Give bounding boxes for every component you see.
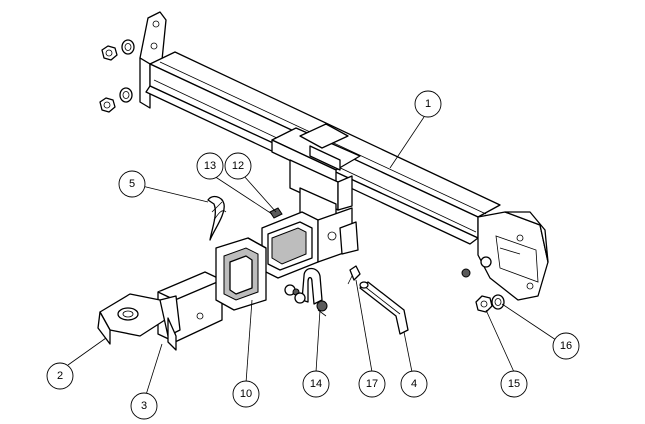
- left-nuts-washers: [99, 39, 135, 113]
- callout-4: 4: [400, 370, 428, 398]
- ball-mount: [97, 271, 223, 351]
- callout-17: 17: [358, 370, 386, 398]
- callout-3: 3: [130, 392, 158, 420]
- callout-10-label: 10: [240, 388, 252, 400]
- callout-14: 14: [302, 370, 330, 398]
- callout-2: 2: [46, 362, 74, 390]
- callout-13-label: 13: [204, 160, 216, 172]
- shackle: [294, 267, 328, 317]
- callout-10: 10: [232, 380, 260, 408]
- callout-bubbles: 1 2 3 4 5 10 12 13 14 15 16 17: [46, 90, 580, 420]
- callout-3-label: 3: [141, 400, 147, 412]
- bent-pin: [359, 281, 409, 335]
- receiver-cover: [215, 237, 267, 311]
- callout-1: 1: [414, 90, 442, 118]
- callout-15: 15: [500, 370, 528, 398]
- safety-clip: [347, 265, 361, 285]
- callout-2-label: 2: [57, 370, 63, 382]
- callout-12-label: 12: [232, 160, 244, 172]
- callout-16: 16: [552, 332, 580, 360]
- callout-1-label: 1: [425, 98, 431, 110]
- callout-5-label: 5: [129, 178, 135, 190]
- callout-5: 5: [118, 170, 146, 198]
- hitch-receiver-frame: [139, 11, 549, 301]
- callout-4-label: 4: [411, 378, 417, 390]
- hitch-pin-clip: [207, 195, 227, 241]
- callout-13: 13: [196, 152, 224, 180]
- callout-16-label: 16: [560, 340, 572, 352]
- callout-14-label: 14: [310, 378, 322, 390]
- callout-17-label: 17: [366, 378, 378, 390]
- callout-12: 12: [224, 152, 252, 180]
- right-nut-washer: [475, 294, 505, 313]
- leader-lines: [67, 116, 557, 399]
- callout-15-label: 15: [508, 378, 520, 390]
